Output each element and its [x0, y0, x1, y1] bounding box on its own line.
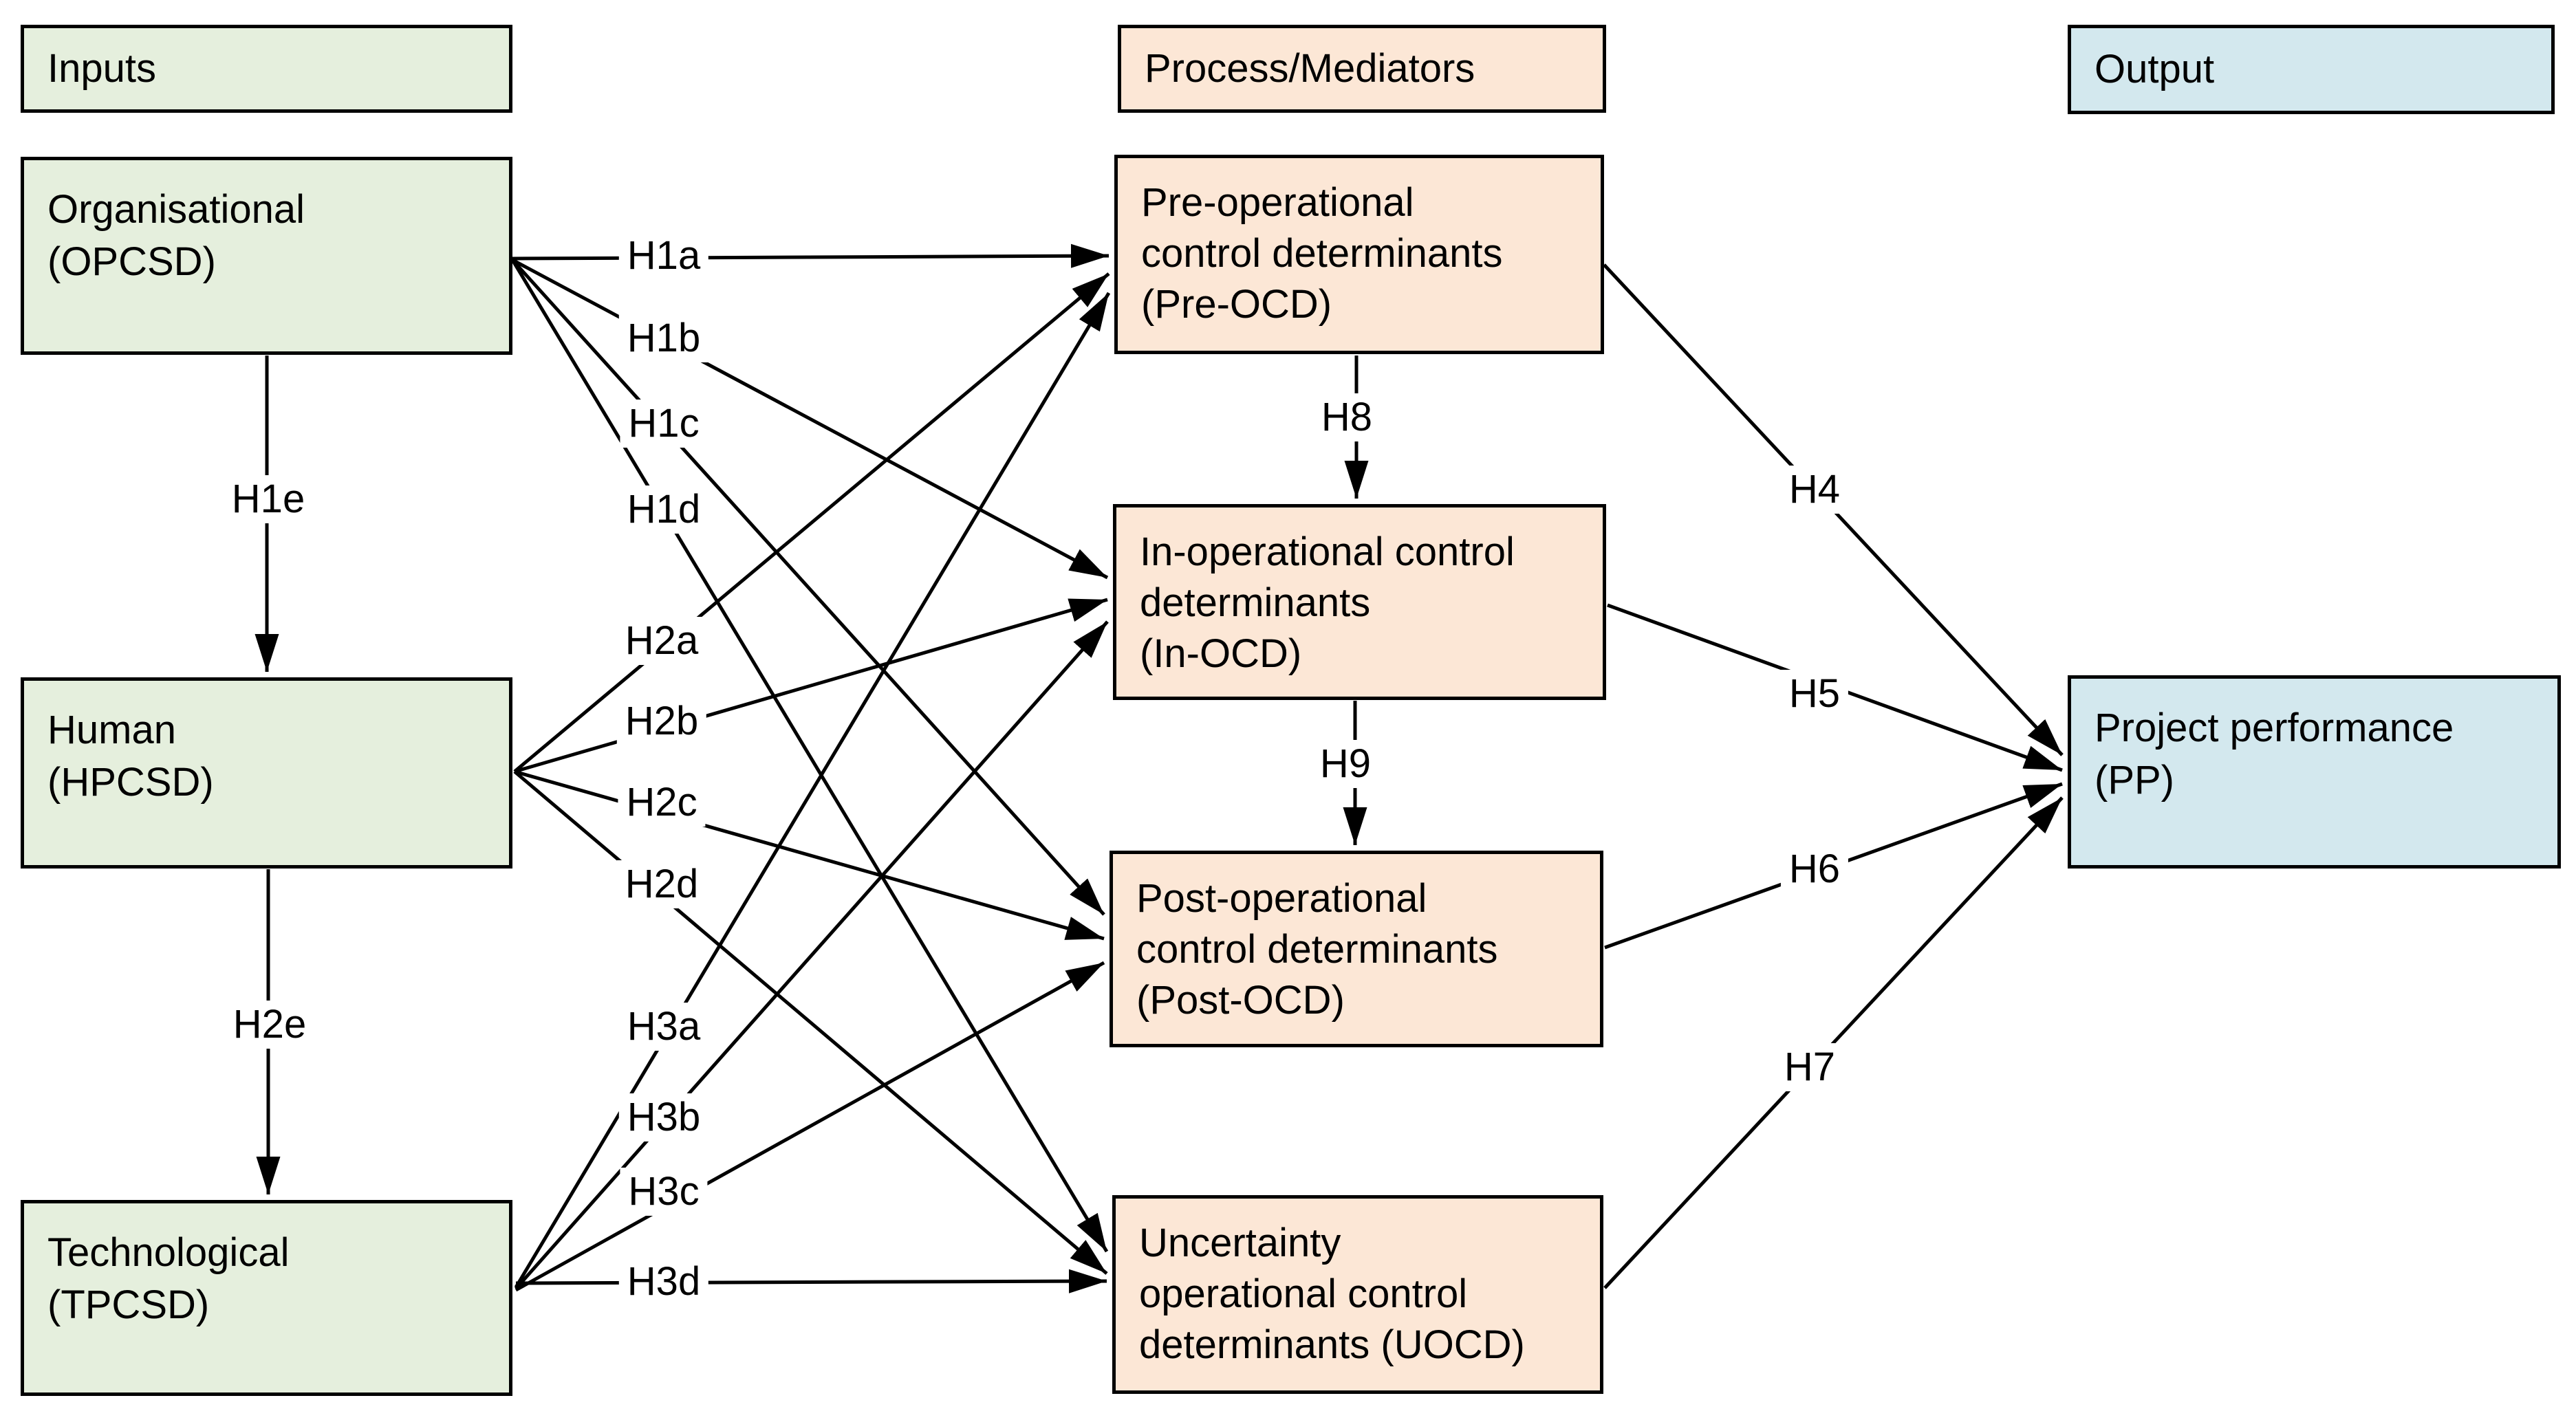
edge-h3b-line — [515, 620, 1109, 1290]
box-organisational-opcsd: Organisational (OPCSD) — [21, 157, 512, 355]
box-project-performance: Project performance (PP) — [2068, 675, 2561, 869]
edge-h2b-line — [514, 598, 1108, 774]
edge-label-h1b: H1b — [618, 314, 709, 362]
process-mediators-column-header-label: Process/Mediators — [1145, 46, 1475, 91]
edge-h1a-line — [512, 243, 1110, 268]
box-in-ocd-line3: (In-OCD) — [1140, 631, 1302, 676]
box-human-line1: Human — [47, 708, 176, 752]
box-post-ocd-line1: Post-operational — [1136, 876, 1427, 921]
edge-label-h5: H5 — [1780, 670, 1849, 718]
box-post-ocd-line2: control determinants — [1136, 927, 1498, 972]
edge-h1b-line — [511, 258, 1109, 580]
edge-h3c-line — [515, 961, 1105, 1292]
edge-label-h1e: H1e — [223, 475, 314, 523]
box-in-ocd-line2: determinants — [1140, 580, 1371, 625]
box-technological-line1: Technological — [47, 1230, 290, 1275]
edge-label-h2c: H2c — [618, 778, 706, 827]
edge-label-h7: H7 — [1775, 1043, 1844, 1091]
edge-h2d-line — [513, 770, 1108, 1275]
edge-h7-line — [1603, 796, 2064, 1289]
edge-label-h2b: H2b — [616, 697, 707, 745]
output-column-header: Output — [2068, 25, 2555, 114]
edge-h3d-line — [515, 1269, 1107, 1293]
inputs-column-header: Inputs — [21, 25, 512, 113]
inputs-column-header-label: Inputs — [47, 46, 156, 91]
box-technological-line2: (TPCSD) — [47, 1282, 210, 1327]
box-human-line2: (HPCSD) — [47, 760, 214, 805]
box-in-ocd-line1: In-operational control — [1140, 529, 1515, 574]
box-project-performance-line1: Project performance — [2095, 706, 2454, 750]
box-pre-ocd-line3: (Pre-OCD) — [1141, 282, 1332, 327]
edge-h1c-line — [511, 259, 1105, 916]
edge-label-h4: H4 — [1780, 466, 1849, 514]
box-post-ocd: Post-operational control determinants (P… — [1110, 851, 1603, 1047]
box-pre-ocd-line1: Pre-operational — [1141, 180, 1414, 225]
edge-h1d-line — [510, 259, 1109, 1253]
box-project-performance-line2: (PP) — [2095, 758, 2174, 802]
box-technological-tpcsd: Technological (TPCSD) — [21, 1200, 512, 1396]
box-organisational-line2: (OPCSD) — [47, 239, 216, 284]
edge-label-h3d: H3d — [618, 1258, 709, 1306]
box-human-hpcsd: Human (HPCSD) — [21, 677, 512, 869]
box-pre-ocd: Pre-operational control determinants (Pr… — [1114, 155, 1604, 354]
box-uocd: Uncertainty operational control determin… — [1112, 1195, 1603, 1394]
box-post-ocd-line3: (Post-OCD) — [1136, 978, 1345, 1023]
edge-label-h1d: H1d — [618, 485, 709, 534]
box-uocd-line2: operational control — [1139, 1271, 1468, 1316]
box-uocd-line1: Uncertainty — [1139, 1221, 1341, 1265]
process-mediators-column-header: Process/Mediators — [1118, 25, 1606, 113]
edge-label-h2e: H2e — [224, 1001, 315, 1049]
edge-h2a-line — [513, 272, 1110, 773]
edge-label-h6: H6 — [1780, 845, 1849, 893]
edge-label-h3b: H3b — [618, 1093, 709, 1142]
box-pre-ocd-line2: control determinants — [1141, 231, 1503, 276]
output-column-header-label: Output — [2095, 47, 2215, 91]
edge-label-h8: H8 — [1312, 393, 1381, 441]
edge-label-h9: H9 — [1311, 740, 1380, 788]
edge-h2c-line — [514, 769, 1105, 941]
box-in-ocd: In-operational control determinants (In-… — [1113, 504, 1606, 700]
edge-h3a-line — [514, 292, 1111, 1289]
edge-label-h1c: H1c — [620, 400, 708, 448]
edge-label-h2a: H2a — [616, 617, 707, 665]
edge-label-h1a: H1a — [618, 232, 709, 280]
box-organisational-line1: Organisational — [47, 187, 305, 232]
edge-label-h3a: H3a — [618, 1003, 709, 1051]
edge-label-h2d: H2d — [616, 860, 707, 908]
edge-label-h3c: H3c — [620, 1168, 708, 1216]
box-uocd-line3: determinants (UOCD) — [1139, 1322, 1525, 1367]
